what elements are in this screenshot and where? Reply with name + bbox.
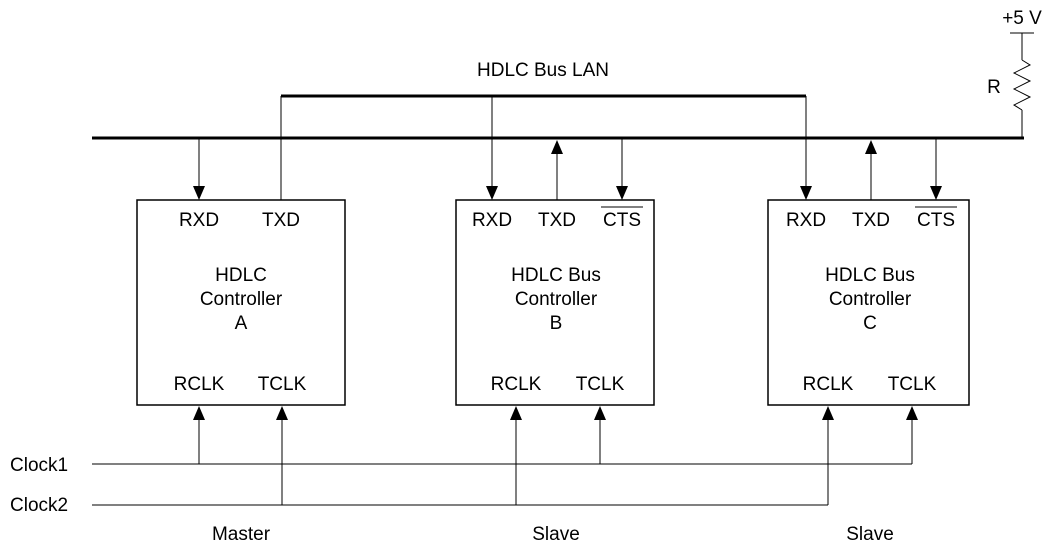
pull-up-resistor [1012,59,1032,111]
controller-b-cts-label: CTS [603,210,641,231]
bus-label: HDLC Bus LAN [477,60,609,81]
txd-c-arrow [865,140,877,154]
clock1-label: Clock1 [10,455,68,476]
controller-a-name-line-1: HDLC [215,265,267,286]
a-tclk-arrow [276,406,288,420]
controller-a-rclk-label: RCLK [174,374,225,395]
controller-b-tclk-label: TCLK [576,374,625,395]
controller-c-txd-label: TXD [852,210,890,231]
c-rclk-arrow [822,406,834,420]
controller-c-rxd-label: RXD [786,210,826,231]
rxd-c-arrow [800,186,812,200]
controller-a-rxd-label: RXD [179,210,219,231]
controller-a-txd-label: TXD [262,210,300,231]
controller-b-rxd-label: RXD [472,210,512,231]
b-rclk-arrow [510,406,522,420]
controller-b-name-line-1: HDLC Bus [511,265,601,286]
controller-c-tclk-label: TCLK [888,374,937,395]
controller-b-box [455,199,655,406]
a-rclk-arrow [193,406,205,420]
c-tclk-arrow [906,406,918,420]
controller-a-role: Master [212,524,271,545]
resistor-label: R [987,77,1001,98]
controller-a-box [136,199,346,406]
rxd-b-arrow [486,186,498,200]
cts-c-arrow [930,186,942,200]
controller-c-role: Slave [846,524,894,545]
rxd-a-arrow [193,186,205,200]
controller-c-cts-label: CTS [917,210,955,231]
supply-label: +5 V [1002,8,1042,29]
controller-c-name-line-2: Controller [829,289,912,310]
controller-c-box [767,199,970,406]
controller-c-rclk-label: RCLK [803,374,854,395]
controller-a-name-line-3: A [235,313,248,334]
controller-b: RXD TXD CTS HDLC Bus Controller B RCLK T… [455,199,655,406]
controller-b-role: Slave [532,524,580,545]
controller-a-name-line-2: Controller [200,289,283,310]
controller-c: RXD TXD CTS HDLC Bus Controller C RCLK T… [767,199,970,406]
cts-b-arrow [616,186,628,200]
txd-b-arrow [551,140,563,154]
clock2-label: Clock2 [10,495,68,516]
controller-b-name-line-2: Controller [515,289,598,310]
controller-b-name-line-3: B [550,313,563,334]
controller-a: RXD TXD HDLC Controller A RCLK TCLK [136,199,346,406]
controller-a-tclk-label: TCLK [258,374,307,395]
controller-b-rclk-label: RCLK [491,374,542,395]
controller-b-txd-label: TXD [538,210,576,231]
controller-c-name-line-1: HDLC Bus [825,265,915,286]
b-tclk-arrow [594,406,606,420]
controller-c-name-line-3: C [863,313,877,334]
